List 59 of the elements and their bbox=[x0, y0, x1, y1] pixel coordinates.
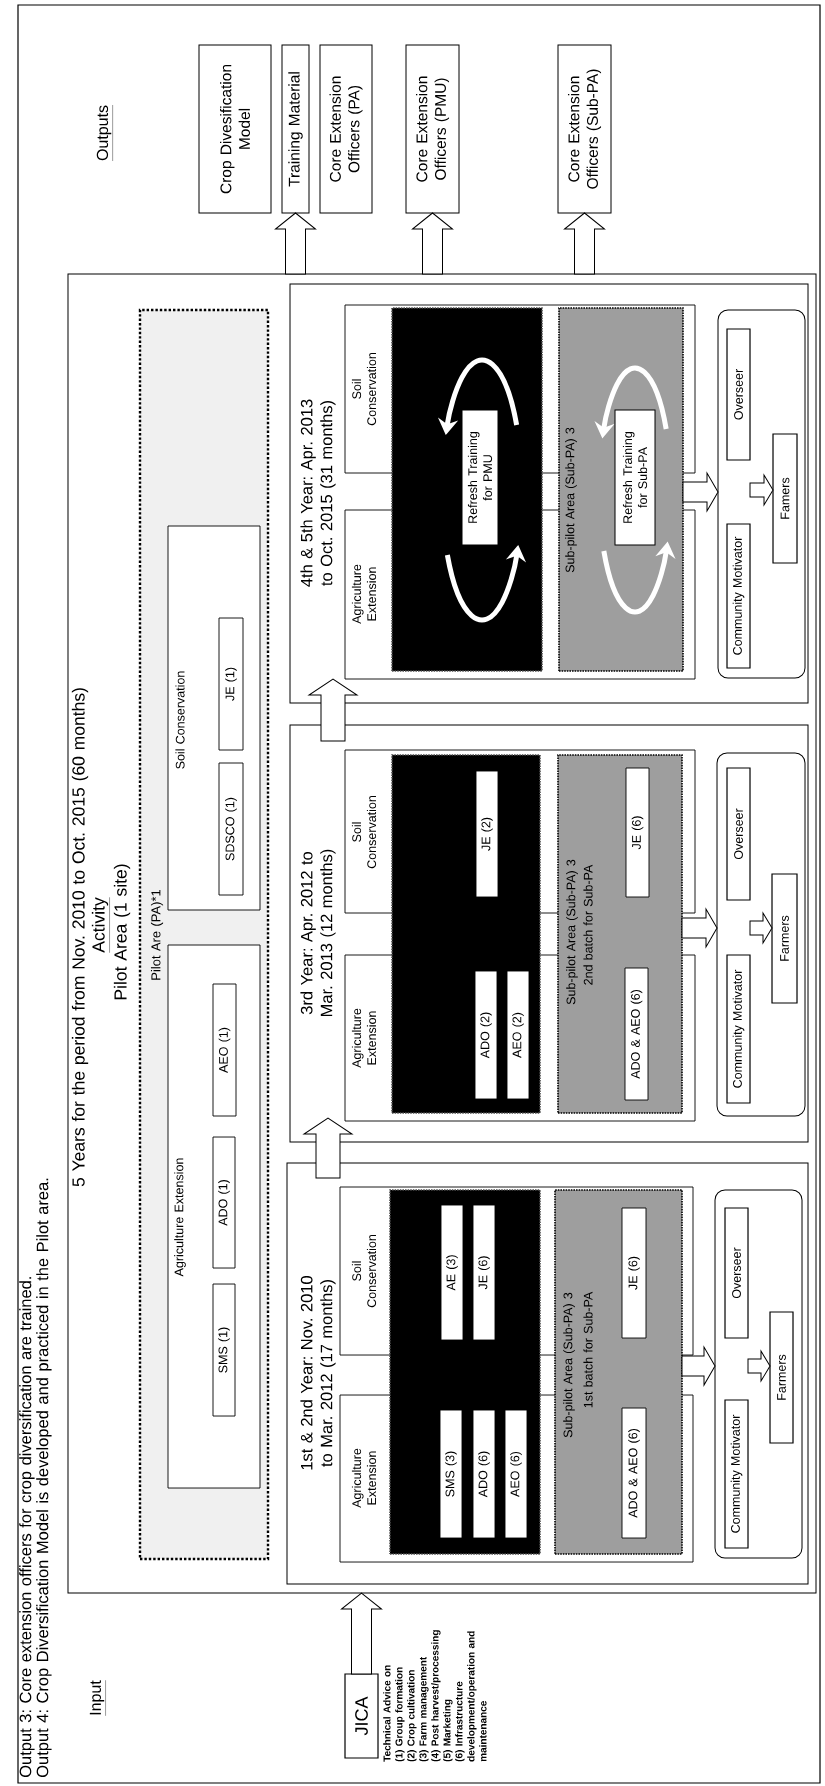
advice-list: Technical Advice on (1) Group formation (2) Crop cultivation (3) Farm management (4) Post harvest/processing (5) Marketing (6) Infrastructure development/operation and maintenance bbox=[383, 1630, 487, 1762]
block-arrow bbox=[749, 912, 773, 944]
staff-box: JE (6) bbox=[625, 767, 650, 898]
output-statement: Output 4: Crop Diversification Model is developed and practiced in the Pilot area. bbox=[36, 1178, 52, 1778]
node-label: (1) Group formation bbox=[395, 1667, 405, 1762]
staff-box: JE (6) bbox=[472, 1204, 496, 1341]
block-arrow bbox=[747, 1350, 771, 1382]
section-heading: Outputs bbox=[96, 104, 113, 162]
staff-box: AEO (6) bbox=[504, 1409, 528, 1539]
output-box: Training Material bbox=[281, 44, 310, 214]
role-box: Community Motivator bbox=[724, 1399, 749, 1549]
training-box: Refresh Training for PMU bbox=[461, 409, 499, 546]
role-box: Farmers bbox=[769, 1311, 794, 1444]
section-heading: Input bbox=[89, 1680, 106, 1716]
node-label: (5) Marketing bbox=[443, 1699, 453, 1762]
staff-box: ADO & AEO (6) bbox=[624, 967, 649, 1101]
staff-box: JE (2) bbox=[475, 770, 499, 898]
block-arrow bbox=[412, 212, 453, 275]
node-label: Technical Advice on bbox=[383, 1665, 391, 1762]
staff-box: ADO (6) bbox=[472, 1409, 496, 1539]
output-box: Core Extension Officers (Sub-PA) bbox=[557, 44, 612, 214]
block-arrow bbox=[275, 212, 316, 275]
role-box: Farmers bbox=[771, 873, 798, 1004]
node-label: (3) Farm management bbox=[419, 1656, 429, 1762]
input-box: JICA bbox=[344, 1673, 379, 1759]
role-box: Famers bbox=[772, 433, 798, 564]
output-box: Crop Divesification Model bbox=[198, 44, 272, 214]
node-label: (6) Infrastructure development/operation and maintenance bbox=[455, 1631, 487, 1762]
output-box: Core Extension Officers (PMU) bbox=[405, 44, 460, 214]
block-arrow bbox=[308, 678, 358, 742]
training-box: Refresh Training for Sub-PA bbox=[614, 409, 656, 546]
staff-box: AEO (1) bbox=[212, 983, 237, 1117]
staff-box: SMS (1) bbox=[212, 1283, 236, 1417]
role-box: Overseer bbox=[724, 1207, 749, 1339]
output-statement: Output 3: Core extension officers for crop diversification are trained. bbox=[19, 1277, 35, 1778]
node-label: (4) Post harvest/processing bbox=[431, 1630, 441, 1762]
staff-box: ADO & AEO (6) bbox=[621, 1407, 647, 1539]
block-arrow bbox=[341, 1592, 382, 1675]
output-box: Core Extension Officers (PA) bbox=[319, 44, 373, 214]
role-box: Overseer bbox=[726, 328, 751, 461]
node-label: (2) Crop cultivation bbox=[407, 1670, 417, 1762]
block-arrow bbox=[681, 908, 718, 948]
block-arrow bbox=[681, 1346, 716, 1386]
staff-box: ADO (1) bbox=[212, 1136, 236, 1269]
staff-box: JE (1) bbox=[218, 617, 244, 751]
block-arrow bbox=[749, 474, 774, 506]
role-box: Overseer bbox=[726, 767, 751, 901]
block-arrow bbox=[682, 472, 719, 512]
staff-box: SDSCO (1) bbox=[218, 762, 244, 896]
staff-box: AEO (2) bbox=[506, 970, 530, 1100]
block-arrow bbox=[303, 1117, 353, 1179]
staff-box: ADO (2) bbox=[474, 970, 498, 1100]
role-box: Community Motivator bbox=[726, 954, 751, 1104]
role-box: Community Motivator bbox=[726, 523, 751, 669]
pilot-area-band bbox=[391, 307, 543, 672]
staff-box: AE (3) bbox=[440, 1204, 464, 1341]
block-arrow bbox=[564, 212, 605, 275]
staff-box: SMS (3) bbox=[439, 1409, 463, 1539]
staff-box: JE (6) bbox=[621, 1207, 647, 1339]
